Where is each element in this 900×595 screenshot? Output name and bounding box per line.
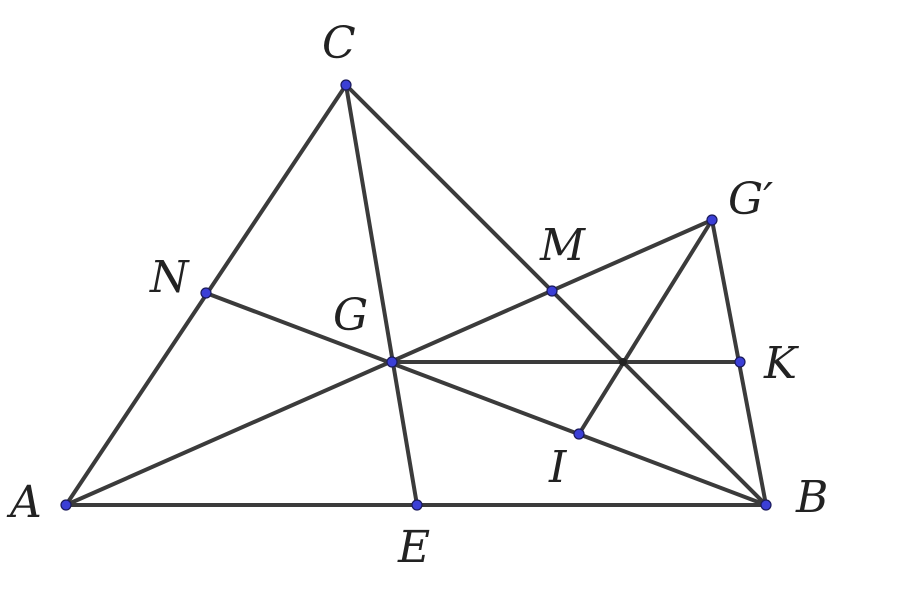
label-B: B xyxy=(795,472,828,523)
point-K xyxy=(734,356,746,368)
label-N: N xyxy=(149,252,190,303)
label-G-prime: G′ xyxy=(728,174,773,225)
labels: C G′ M N G K I A B E xyxy=(6,18,828,573)
point-I xyxy=(573,428,585,440)
point-C xyxy=(340,79,352,91)
point-M xyxy=(546,285,558,297)
label-M: M xyxy=(539,220,586,271)
segment-IG-prime xyxy=(577,218,714,436)
point-G xyxy=(386,356,398,368)
label-G: G xyxy=(333,290,368,341)
label-C: C xyxy=(322,18,356,69)
point-G-prime xyxy=(706,214,718,226)
label-E: E xyxy=(397,522,430,573)
point-B xyxy=(760,499,772,511)
points xyxy=(60,79,772,511)
point-E xyxy=(411,499,423,511)
point-A xyxy=(60,499,72,511)
segment-CB xyxy=(344,83,768,507)
segment-CE xyxy=(344,83,419,507)
label-K: K xyxy=(763,338,799,389)
intersection-point xyxy=(619,358,627,366)
label-I: I xyxy=(548,442,568,493)
label-A: A xyxy=(6,477,42,528)
segment-NB xyxy=(204,291,768,507)
point-N xyxy=(200,287,212,299)
